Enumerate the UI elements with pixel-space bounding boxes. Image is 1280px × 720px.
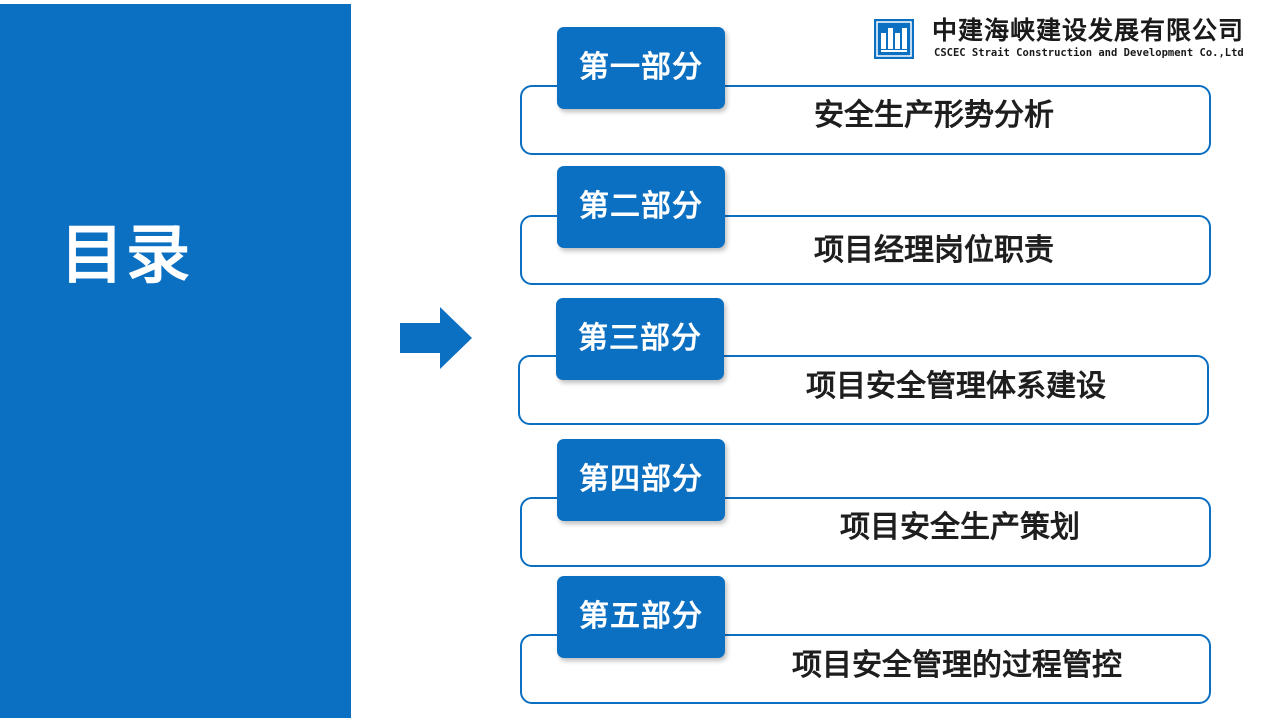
section-1-tab[interactable]: 第一部分 <box>557 27 725 109</box>
company-logo: 中建海峡建设发展有限公司 CSCEC Strait Construction a… <box>874 15 1274 63</box>
section-5-tab[interactable]: 第五部分 <box>557 576 725 658</box>
left-title-panel: 目录 <box>0 4 351 718</box>
section-3-tab[interactable]: 第三部分 <box>556 298 724 380</box>
company-name-cn: 中建海峡建设发展有限公司 <box>932 16 1245 45</box>
right-arrow-icon <box>400 307 472 369</box>
page-title: 目录 <box>60 219 192 293</box>
section-1-title: 安全生产形势分析 <box>814 98 1054 133</box>
section-4-tab[interactable]: 第四部分 <box>557 439 725 521</box>
company-name-en: CSCEC Strait Construction and Developmen… <box>934 47 1244 59</box>
section-2-title: 项目经理岗位职责 <box>814 233 1054 268</box>
cscec-logo-icon <box>874 19 914 59</box>
section-4-title: 项目安全生产策划 <box>840 510 1080 545</box>
section-3-title: 项目安全管理体系建设 <box>806 369 1106 404</box>
section-1-box[interactable] <box>520 85 1211 155</box>
section-5-title: 项目安全管理的过程管控 <box>792 648 1122 683</box>
section-2-tab[interactable]: 第二部分 <box>557 166 725 248</box>
